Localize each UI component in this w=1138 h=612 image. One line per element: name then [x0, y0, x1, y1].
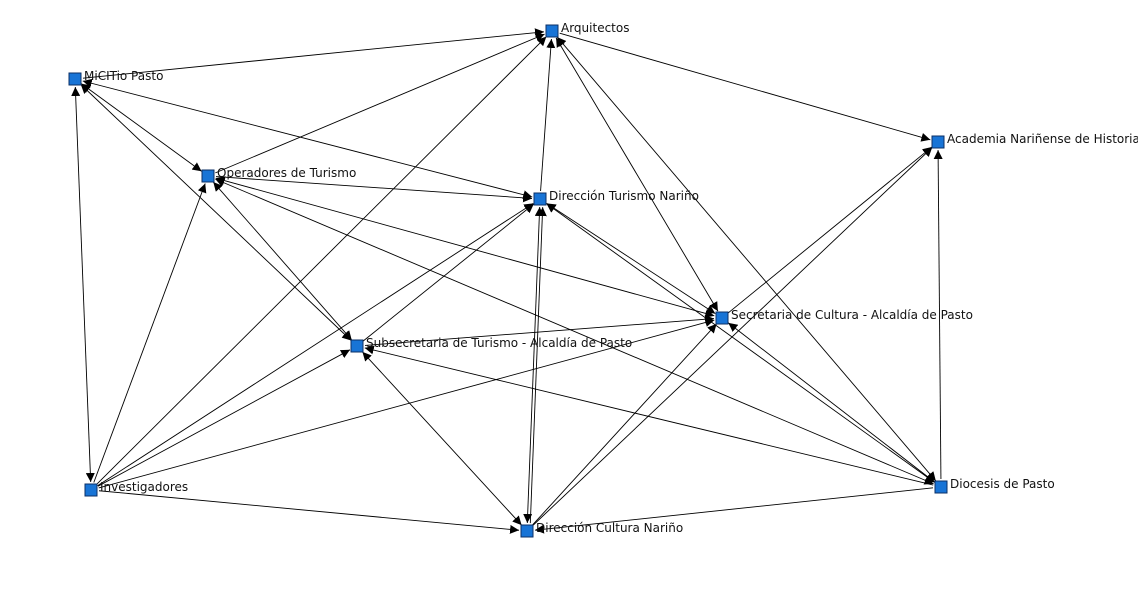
edge-investigadores-to-arquitectos — [96, 36, 547, 485]
node-marker[interactable] — [201, 169, 215, 183]
node-label: Secretaria de Cultura - Alcaldía de Past… — [731, 308, 973, 322]
edge-dir_cultura-to-secretaria — [532, 323, 717, 526]
edge-dir_turismo-to-arquitectos — [540, 38, 556, 192]
node-label: Dirección Turismo Nariño — [549, 189, 699, 203]
node-subsecretaria[interactable]: Subsecretaria de Turismo - Alcaldía de P… — [350, 336, 632, 353]
edge-micitio-to-operadores — [81, 83, 202, 172]
node-marker[interactable] — [350, 339, 364, 353]
node-investigadores[interactable]: Investigadores — [84, 480, 188, 497]
node-marker[interactable] — [533, 192, 547, 206]
edge-dir_cultura-to-dir_turismo — [529, 207, 547, 524]
edge-investigadores-to-operadores — [93, 183, 207, 483]
edge-diocesis-to-dir_cultura — [534, 487, 934, 534]
edge-subsecretaria-to-secretaria — [364, 314, 715, 346]
edge-secretaria-to-arquitectos — [555, 37, 719, 312]
edge-operadores-to-subsecretaria — [212, 181, 353, 341]
node-dir_turismo[interactable]: Dirección Turismo Nariño — [533, 189, 699, 206]
node-marker[interactable] — [520, 524, 534, 538]
node-secretaria[interactable]: Secretaria de Cultura - Alcaldía de Past… — [715, 308, 973, 325]
edge-micitio-to-arquitectos — [82, 28, 545, 79]
node-label: Arquitectos — [561, 21, 629, 35]
edge-investigadores-to-dir_cultura — [98, 490, 520, 534]
edge-investigadores-to-subsecretaria — [97, 349, 351, 487]
edge-dir_turismo-to-dir_cultura — [523, 206, 544, 524]
node-marker[interactable] — [934, 480, 948, 494]
node-arquitectos[interactable]: Arquitectos — [545, 21, 629, 38]
node-label: MiCITio Pasto — [84, 69, 163, 83]
edge-diocesis-to-secretaria — [728, 322, 935, 483]
edges-layer — [71, 28, 943, 534]
node-marker[interactable] — [84, 483, 98, 497]
node-marker[interactable] — [545, 24, 559, 38]
node-micitio[interactable]: MiCITio Pasto — [68, 69, 163, 86]
edge-secretaria-to-dir_turismo — [546, 203, 716, 314]
edge-diocesis-to-subsecretaria — [364, 345, 934, 486]
edge-subsecretaria-to-dir_cultura — [362, 351, 522, 526]
edge-subsecretaria-to-dir_turismo — [362, 203, 535, 342]
edge-operadores-to-diocesis — [215, 178, 934, 485]
node-marker[interactable] — [68, 72, 82, 86]
edge-diocesis-to-academia — [933, 149, 943, 480]
node-label: Diocesis de Pasto — [950, 477, 1055, 491]
edge-investigadores-to-dir_turismo — [97, 202, 534, 487]
node-label: Academia Nariñense de Historia — [947, 132, 1138, 146]
edge-micitio-to-subsecretaria — [80, 84, 352, 341]
edge-dir_cultura-to-academia — [532, 147, 933, 526]
edge-investigadores-to-micitio — [71, 86, 95, 483]
node-label: Investigadores — [100, 480, 188, 494]
edge-secretaria-to-academia — [727, 146, 933, 314]
node-label: Operadores de Turismo — [217, 166, 356, 180]
node-marker[interactable] — [931, 135, 945, 149]
node-label: Subsecretaria de Turismo - Alcaldía de P… — [366, 336, 632, 350]
edge-diocesis-to-arquitectos — [556, 36, 937, 482]
edge-arquitectos-to-academia — [559, 32, 931, 142]
node-label: Dirección Cultura Nariño — [536, 521, 683, 535]
node-marker[interactable] — [715, 311, 729, 325]
node-academia[interactable]: Academia Nariñense de Historia — [931, 132, 1138, 149]
edge-operadores-to-arquitectos — [215, 33, 545, 174]
node-operadores[interactable]: Operadores de Turismo — [201, 166, 356, 183]
node-dir_cultura[interactable]: Dirección Cultura Nariño — [520, 521, 683, 538]
node-diocesis[interactable]: Diocesis de Pasto — [934, 477, 1055, 494]
